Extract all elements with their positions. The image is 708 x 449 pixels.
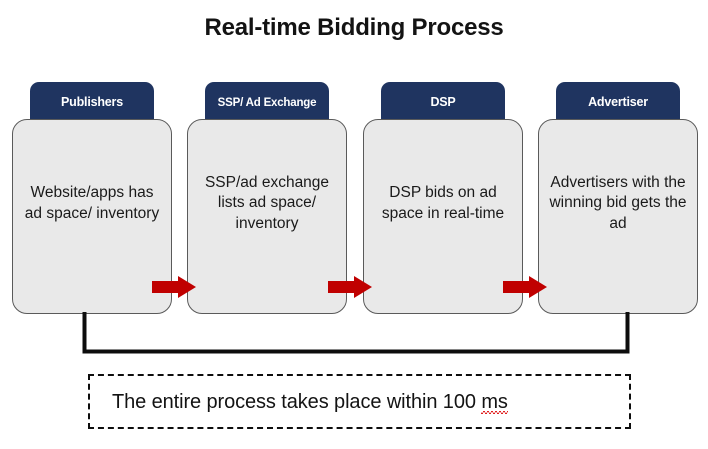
- step-header-label: Advertiser: [588, 95, 648, 110]
- summary-bracket: [82, 312, 630, 354]
- arrow-right-icon: [503, 276, 547, 298]
- arrow-right-icon: [152, 276, 196, 298]
- step-body-ssp-ad-exchange: SSP/ad exchange lists ad space/ inventor…: [187, 119, 347, 314]
- summary-callout-text: The entire process takes place within 10…: [90, 390, 509, 414]
- process-step-advertiser[interactable]: Advertiser Advertisers with the winning …: [538, 82, 698, 314]
- process-step-dsp[interactable]: DSP DSP bids on ad space in real-time: [363, 82, 523, 314]
- step-body-text: Website/apps has ad space/ inventory: [24, 183, 160, 222]
- step-header-label: DSP: [430, 95, 456, 110]
- step-body-text: SSP/ad exchange lists ad space/ inventor…: [204, 173, 330, 232]
- process-step-publishers[interactable]: Publishers Website/apps has ad space/ in…: [12, 82, 172, 314]
- step-body-text: DSP bids on ad space in real-time: [381, 183, 505, 222]
- arrow-right-icon: [328, 276, 372, 298]
- step-body-dsp: DSP bids on ad space in real-time: [363, 119, 523, 314]
- step-header-dsp: DSP: [381, 82, 505, 124]
- summary-callout-box: The entire process takes place within 10…: [88, 374, 631, 429]
- step-header-label: Publishers: [61, 95, 123, 110]
- process-step-ssp-ad-exchange[interactable]: SSP/ Ad Exchange SSP/ad exchange lists a…: [187, 82, 347, 314]
- summary-text-flagged: ms: [481, 390, 509, 414]
- step-header-label: SSP/ Ad Exchange: [217, 96, 317, 109]
- step-body-advertiser: Advertisers with the winning bid gets th…: [538, 119, 698, 314]
- step-header-advertiser: Advertiser: [556, 82, 680, 124]
- page-title: Real-time Bidding Process: [204, 14, 504, 41]
- step-header-ssp-ad-exchange: SSP/ Ad Exchange: [205, 82, 329, 124]
- summary-text-main: The entire process takes place within 10…: [112, 390, 482, 413]
- step-header-publishers: Publishers: [30, 82, 154, 124]
- step-body-publishers: Website/apps has ad space/ inventory: [12, 119, 172, 314]
- step-body-text: Advertisers with the winning bid gets th…: [549, 173, 687, 232]
